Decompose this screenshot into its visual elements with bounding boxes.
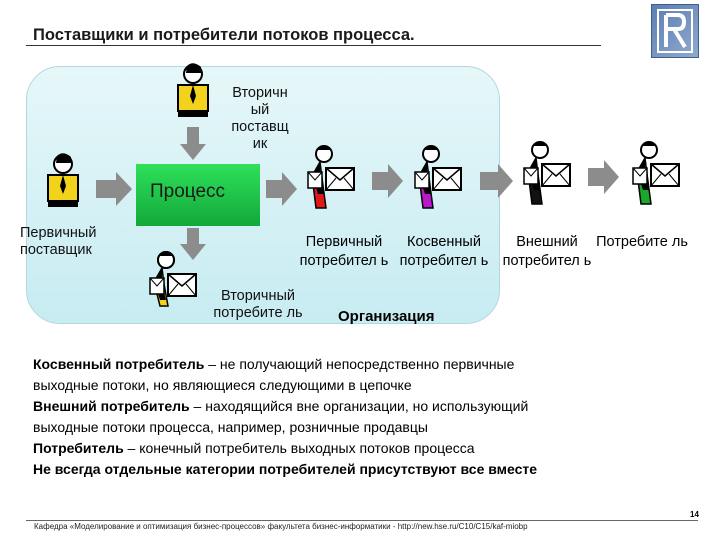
arrow-secondary-to-process (180, 127, 206, 160)
title-underline (26, 45, 601, 46)
page-number: 14 (690, 510, 699, 519)
definition-text: – не получающий непосредственно первичны… (204, 356, 515, 372)
footer-text: Кафедра «Моделирование и оптимизация биз… (34, 522, 528, 531)
definition-text: – конечный потребитель выходных потоков … (123, 440, 475, 456)
definition-text: выходные потоки, но являющиеся следующим… (33, 377, 412, 393)
arrow-consumer-1-to-2 (372, 164, 403, 198)
consumer-label-end: Потребите ль (596, 234, 688, 250)
definition-line: выходные потоки, но являющиеся следующим… (33, 375, 693, 396)
indirect-consumer-icon (414, 145, 462, 209)
consumer-label-external: Внешний потребител ь (502, 234, 592, 269)
arrow-process-to-consumer-1 (266, 172, 297, 206)
arrow-primary-to-process (96, 172, 132, 206)
secondary-supplier-icon (177, 62, 209, 118)
process-label: Процесс (150, 181, 226, 202)
definition-line: Внешний потребитель – находящийся вне ор… (33, 396, 693, 417)
organization-label: Организация (338, 308, 435, 325)
definition-text: выходные потоки процесса, например, розн… (33, 419, 428, 435)
arrow-process-to-secondary-consumer (180, 228, 206, 260)
primary-supplier-label: Первичный поставщик (20, 225, 97, 258)
slide-title: Поставщики и потребители потоков процесс… (33, 26, 415, 44)
consumer-label-primary: Первичный потребител ь (299, 234, 389, 269)
hse-logo (651, 4, 699, 58)
primary-consumer-icon (307, 145, 355, 209)
definitions-block: Косвенный потребитель – не получающий не… (33, 354, 693, 480)
definition-line: Косвенный потребитель – не получающий не… (33, 354, 693, 375)
end-consumer-icon (632, 141, 680, 205)
definition-term: Косвенный потребитель (33, 356, 205, 372)
external-consumer-icon (523, 141, 571, 205)
arrow-consumer-2-to-3 (480, 164, 513, 198)
arrow-consumer-3-to-4 (588, 160, 619, 194)
definition-line: выходные потоки процесса, например, розн… (33, 417, 693, 438)
definition-line: Не всегда отдельные категории потребител… (33, 459, 693, 480)
definition-line: Потребитель – конечный потребитель выход… (33, 438, 693, 459)
definition-term: Внешний потребитель (33, 398, 190, 414)
consumer-label-indirect: Косвенный потребител ь (399, 234, 489, 269)
footer-divider (26, 520, 698, 521)
secondary-supplier-label: Вторичн ый поставщ ик (231, 85, 289, 152)
definition-term: Потребитель (33, 440, 124, 456)
process-block (136, 164, 260, 226)
definition-text: – находящийся вне организации, но исполь… (189, 398, 529, 414)
secondary-consumer-label: Вторичный потребите ль (213, 288, 303, 321)
secondary-consumer-icon (149, 251, 197, 307)
primary-supplier-icon (47, 152, 79, 208)
definition-term: Не всегда отдельные категории потребител… (33, 461, 538, 477)
